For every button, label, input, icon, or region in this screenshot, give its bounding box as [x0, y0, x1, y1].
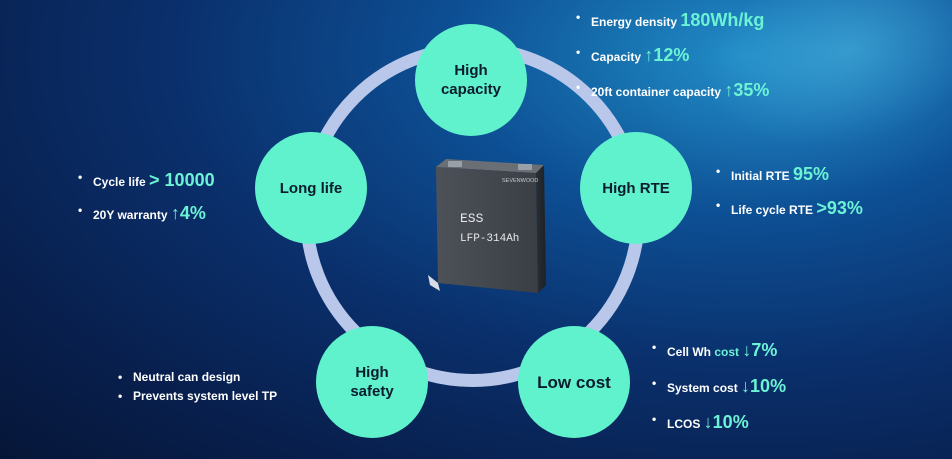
list-item: Cycle life > 10000	[78, 170, 215, 203]
list-item: 20ft container capacity ↑35%	[576, 80, 769, 115]
list-item: LCOS ↓10%	[652, 412, 786, 448]
node-high-capacity: High capacity	[415, 24, 527, 136]
list-item: 20Y warranty ↑4%	[78, 203, 215, 236]
node-long-life-label: Long life	[279, 179, 343, 197]
safety-benefits-list: Neutral can design Prevents system level…	[118, 370, 277, 408]
list-item: System cost ↓10%	[652, 376, 786, 412]
node-high-safety-label: High safety	[350, 364, 394, 400]
node-high-capacity-label: High capacity	[440, 62, 502, 98]
rte-benefits-list: Initial RTE 95% Life cycle RTE >93%	[716, 164, 863, 232]
list-item: Life cycle RTE >93%	[716, 198, 863, 232]
capacity-benefits-list: Energy density 180Wh/kg Capacity ↑12% 20…	[576, 10, 769, 115]
list-item: Capacity ↑12%	[576, 45, 769, 80]
cell-brand: SEVENWOOD	[502, 178, 538, 184]
node-high-safety: High safety	[316, 326, 428, 438]
node-high-rte: High RTE	[580, 132, 692, 244]
cost-benefits-list: Cell Wh cost ↓7% System cost ↓10% LCOS ↓…	[652, 340, 786, 448]
life-benefits-list: Cycle life > 10000 20Y warranty ↑4%	[78, 170, 215, 236]
list-item: Prevents system level TP	[118, 389, 277, 408]
node-low-cost-label: Low cost	[537, 372, 611, 392]
cell-label-ess: ESS	[460, 211, 484, 226]
cell-label-model: LFP-314Ah	[460, 233, 519, 245]
battery-cell-image: SEVENWOOD ESS LFP-314Ah	[428, 159, 546, 293]
node-long-life: Long life	[255, 132, 367, 244]
list-item: Neutral can design	[118, 370, 277, 389]
list-item: Initial RTE 95%	[716, 164, 863, 198]
node-high-rte-label: High RTE	[602, 179, 670, 197]
list-item: Energy density 180Wh/kg	[576, 10, 769, 45]
node-low-cost: Low cost	[518, 326, 630, 438]
list-item: Cell Wh cost ↓7%	[652, 340, 786, 376]
